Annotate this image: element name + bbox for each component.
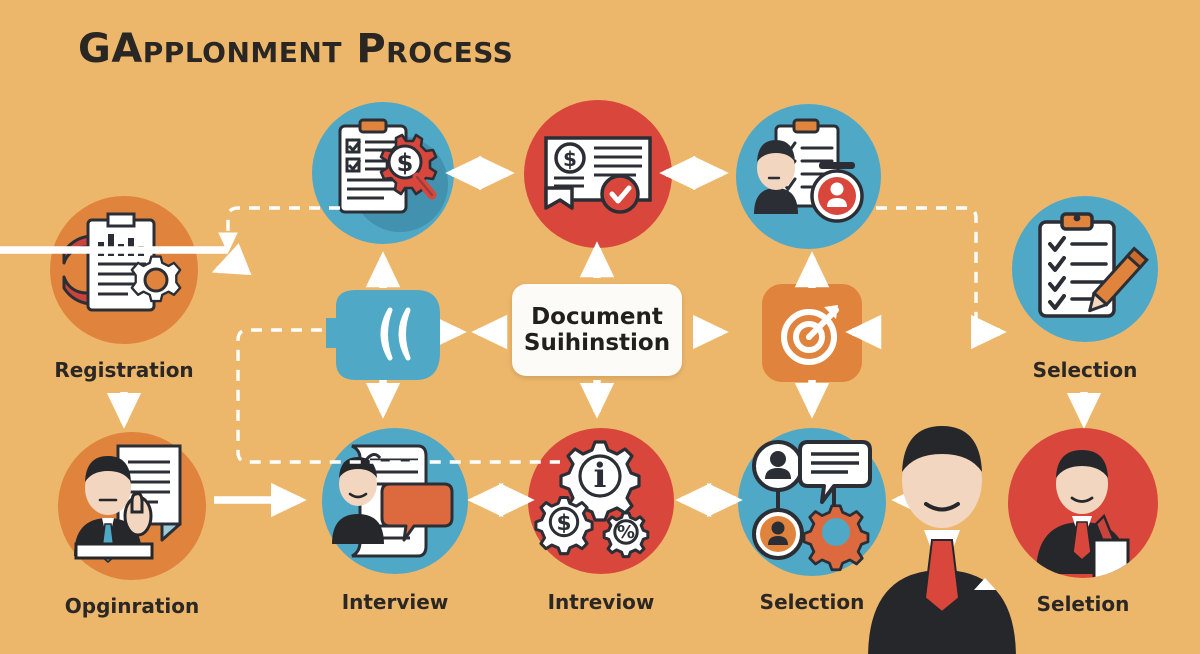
double-chevron-left-icon	[326, 290, 440, 380]
svg-text:$: $	[397, 149, 414, 177]
node-interview[interactable]: Interview	[322, 428, 468, 614]
registration-circle[interactable]	[50, 196, 198, 344]
node-top-certificate[interactable]: $	[524, 100, 672, 248]
node-top-audit[interactable]: $	[312, 102, 454, 244]
selection-mid-circle[interactable]	[738, 428, 886, 576]
center-line-2: Suihinstion	[523, 330, 671, 356]
registration-label: Registration	[54, 358, 194, 382]
svg-text:i: i	[594, 456, 607, 496]
node-registration[interactable]: Registration	[50, 196, 198, 382]
interview-circle[interactable]	[322, 428, 468, 574]
selection-mid-label: Selection	[759, 590, 865, 614]
intreviow-label: Intreviow	[547, 590, 655, 614]
svg-text:$: $	[556, 511, 571, 536]
node-selection-mid[interactable]: Selection	[738, 428, 886, 614]
top-certificate-circle[interactable]: $	[524, 100, 672, 248]
person-document-chat-icon	[332, 444, 454, 558]
node-target-hub[interactable]	[762, 284, 862, 382]
node-seletion-right[interactable]: Seletion	[1008, 428, 1158, 616]
top-profile-circle[interactable]	[736, 104, 881, 249]
selection-right-circle[interactable]	[1012, 196, 1158, 342]
node-selection-right[interactable]: Selection	[1012, 196, 1158, 382]
seletion-right-label: Seletion	[1036, 592, 1130, 616]
page-title: GApplonment Process	[78, 26, 514, 72]
person-clipboard-badge-icon	[754, 118, 864, 223]
businessman-clipboard-icon	[1036, 450, 1130, 578]
target-arrow-icon	[781, 305, 839, 365]
top-audit-circle[interactable]: $	[312, 102, 454, 244]
selection-right-label: Selection	[1032, 358, 1138, 382]
businessman-foreground-figure	[862, 418, 1032, 654]
node-chevron-hub[interactable]	[322, 284, 444, 384]
organisation-circle[interactable]	[58, 432, 206, 580]
svg-text:%: %	[617, 522, 635, 543]
checklist-pencil-icon	[1038, 212, 1149, 318]
clipboard-magnifier-money-icon: $	[338, 118, 448, 232]
seletion-right-circle[interactable]	[1008, 428, 1158, 578]
svg-text:$: $	[563, 147, 577, 171]
interview-label: Interview	[341, 590, 449, 614]
gears-info-money-icon: i $ %	[534, 440, 650, 559]
avatar-chat-gear-icon	[752, 440, 872, 572]
node-intreviow[interactable]: i $ % Intreviow	[528, 428, 674, 614]
node-top-profile[interactable]	[736, 104, 881, 249]
intreviow-circle[interactable]: i $ %	[528, 428, 674, 574]
center-line-1: Document	[531, 303, 663, 330]
certificate-money-icon: $	[544, 136, 652, 214]
organisation-label: Opginration	[64, 594, 200, 618]
businessman-foreground-icon	[868, 426, 1016, 654]
node-organisation[interactable]: Opginration	[58, 432, 206, 618]
businessman-document-icon	[74, 444, 182, 563]
